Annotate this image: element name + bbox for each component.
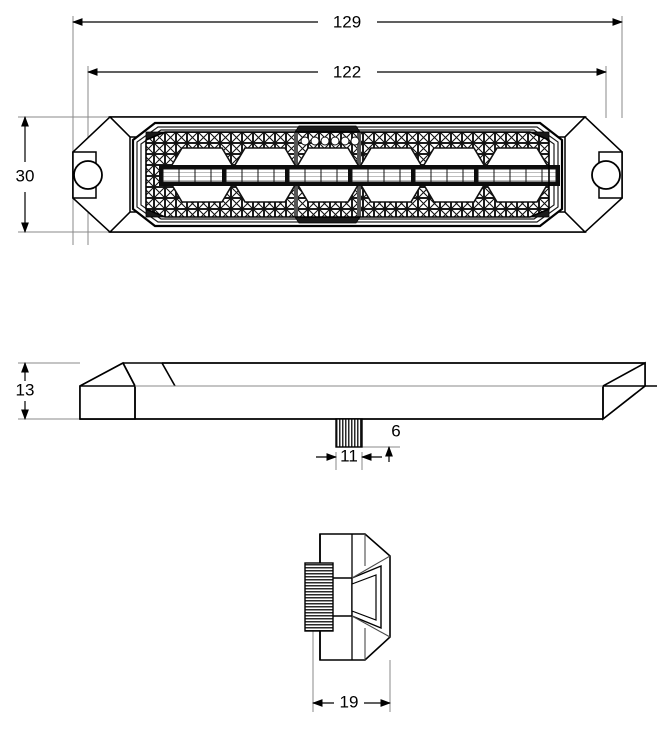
led-module <box>285 147 371 203</box>
led-module <box>474 147 560 203</box>
front-view: 129 122 30 <box>16 12 624 245</box>
side-view: 13 6 11 <box>16 361 657 470</box>
end-view: 19 <box>304 533 392 712</box>
led-reflector-group <box>159 147 560 203</box>
dimension-overall-height: 30 <box>16 115 35 234</box>
side-view-body <box>79 361 657 421</box>
dimension-label-body-depth: 19 <box>340 692 359 711</box>
led-module <box>411 147 497 203</box>
led-module <box>348 147 434 203</box>
dimension-body-thickness: 13 <box>16 361 35 421</box>
end-view-mounting-stud <box>304 562 334 632</box>
dimension-mount-hole-span: 122 <box>86 62 608 81</box>
dimension-label-stud-diameter: 11 <box>340 446 358 465</box>
dimension-label-overall-height: 30 <box>16 166 35 185</box>
dimension-body-depth: 19 <box>311 692 392 711</box>
front-view-mounting-holes <box>73 160 621 190</box>
dimension-label-overall-length: 129 <box>333 12 361 31</box>
side-view-mounting-stud <box>335 418 363 448</box>
front-view-lens-assembly <box>131 121 564 228</box>
dimension-label-mount-hole-span: 122 <box>333 62 361 81</box>
end-view-body <box>319 533 391 661</box>
dimension-stud-diameter: 11 <box>316 446 382 465</box>
dimension-label-stud-length: 6 <box>391 421 400 440</box>
mounting-hole-left <box>73 160 103 190</box>
dimension-label-body-thickness: 13 <box>16 380 35 399</box>
mounting-hole-right <box>591 160 621 190</box>
dimension-overall-length: 129 <box>71 12 624 31</box>
